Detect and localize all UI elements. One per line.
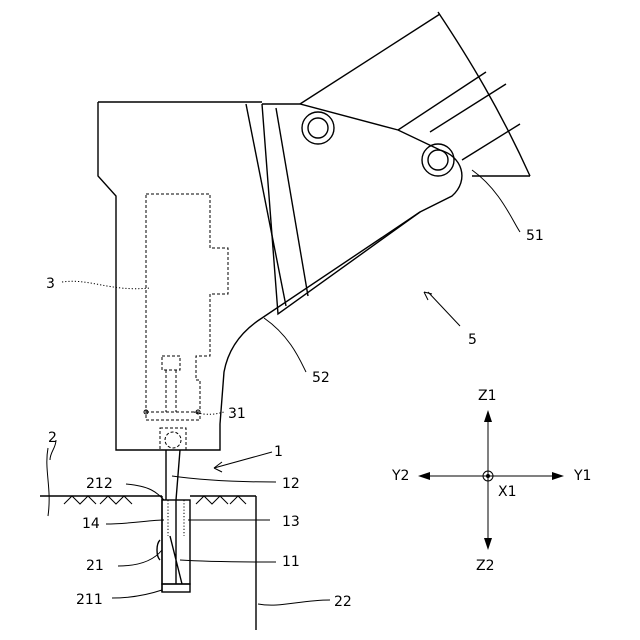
pin-upper bbox=[302, 112, 334, 144]
label-52: 52 bbox=[312, 370, 330, 386]
label-2: 2 bbox=[48, 430, 57, 446]
label-211: 211 bbox=[76, 592, 103, 608]
axis-system bbox=[418, 410, 564, 550]
axis-label-z2: Z2 bbox=[476, 558, 495, 574]
label-21: 21 bbox=[86, 558, 104, 574]
label-11: 11 bbox=[282, 554, 300, 570]
axis-label-y2: Y2 bbox=[391, 468, 409, 484]
label-31: 31 bbox=[228, 406, 246, 422]
boom-arm bbox=[220, 12, 530, 424]
axis-label-z1: Z1 bbox=[478, 388, 497, 404]
label-1: 1 bbox=[274, 444, 283, 460]
axis-label-x1: X1 bbox=[498, 484, 517, 500]
housing bbox=[98, 102, 262, 450]
leader-lines bbox=[50, 170, 520, 605]
label-51: 51 bbox=[526, 228, 544, 244]
label-5: 5 bbox=[468, 332, 477, 348]
axis-label-y1: Y1 bbox=[573, 468, 591, 484]
ground bbox=[40, 448, 256, 630]
label-212: 212 bbox=[86, 476, 113, 492]
label-12: 12 bbox=[282, 476, 300, 492]
label-22: 22 bbox=[334, 594, 352, 610]
label-3: 3 bbox=[46, 276, 55, 292]
label-14: 14 bbox=[82, 516, 100, 532]
label-13: 13 bbox=[282, 514, 300, 530]
